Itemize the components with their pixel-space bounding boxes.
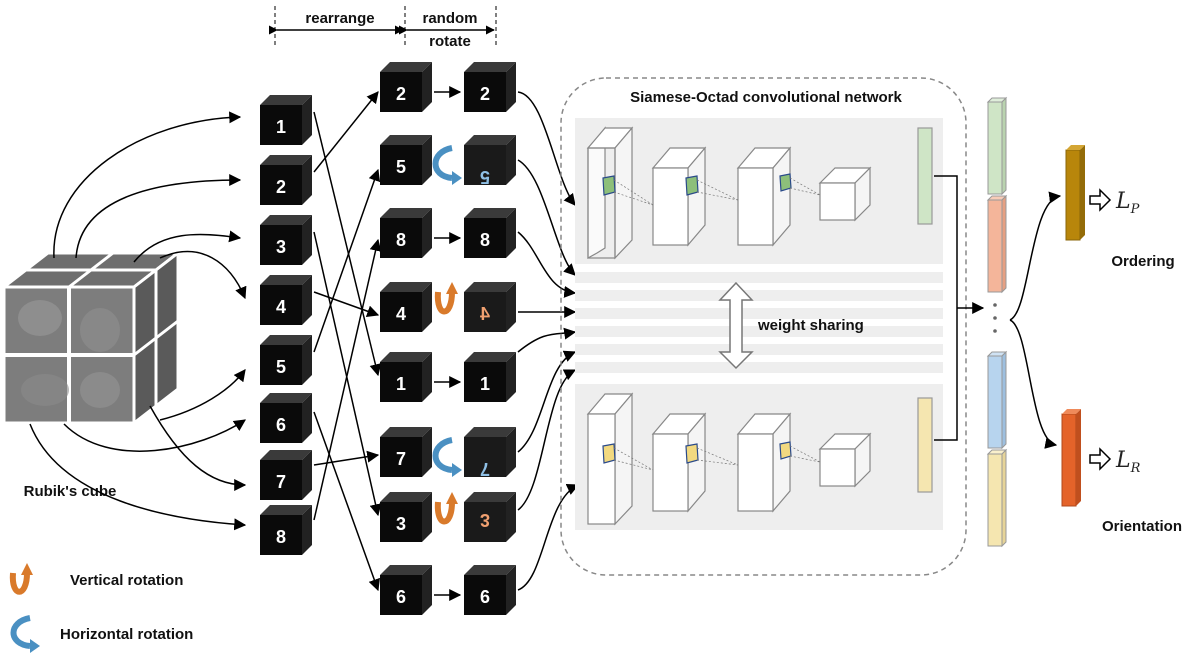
orientation-output: LR Orientation (1061, 409, 1182, 535)
column-rearrange-input: 1 2 3 4 5 6 7 8 (260, 95, 312, 555)
network-title: Siamese-Octad convolutional network (630, 89, 902, 106)
weight-sharing-arrow (718, 281, 754, 370)
rubiks-cube-label: Rubik's cube (24, 483, 117, 500)
cube: 1 (260, 95, 312, 145)
cube-number-rotated: 7 (480, 459, 490, 479)
horizontal-rotation-icon (432, 145, 462, 185)
cube: 3 (260, 215, 312, 265)
top-conv-layers (586, 126, 933, 260)
cube: 8 (260, 505, 312, 555)
cube-number: 8 (276, 527, 286, 547)
vertical-rotation-icon (434, 492, 458, 525)
cube: 5 (260, 335, 312, 385)
cube-number: 6 (276, 415, 286, 435)
vertical-rotation-icon (434, 282, 458, 315)
cube: 1 (464, 352, 516, 402)
cube-number: 2 (396, 84, 406, 104)
legend-vertical-label: Vertical rotation (70, 572, 183, 589)
rearrange-arrows (313, 91, 382, 592)
legend-horizontal-label: Horizontal rotation (60, 626, 193, 643)
rotate-label: rotate (429, 33, 471, 50)
cube: 4 (464, 282, 516, 332)
cube-number: 7 (276, 472, 286, 492)
concatenated-features (986, 96, 1008, 548)
cube: 7 (464, 427, 516, 479)
feature-merge-lines (934, 175, 985, 441)
cube-number: 5 (276, 357, 286, 377)
cube-number: 1 (276, 117, 286, 137)
cube-number: 5 (396, 157, 406, 177)
cube: 7 (380, 427, 432, 477)
cube: 2 (380, 62, 432, 112)
orientation-label: Orientation (1102, 518, 1182, 535)
cube-number: 3 (276, 237, 286, 257)
cube-number: 8 (480, 230, 490, 250)
cube-number: 4 (396, 304, 406, 324)
cube: 1 (380, 352, 432, 402)
straight-arrows (434, 86, 462, 601)
cube: 4 (260, 275, 312, 325)
ordering-label: Ordering (1111, 253, 1174, 270)
cube-number-rotated: 5 (480, 167, 490, 187)
cube: 5 (380, 135, 432, 185)
horizontal-rotation-icon (432, 437, 462, 477)
cube-number: 1 (480, 374, 490, 394)
horizontal-rotation-legend-icon (10, 615, 40, 653)
header: rearrange random rotate (268, 6, 497, 50)
cube: 3 (464, 492, 516, 542)
cube-number: 1 (396, 374, 406, 394)
cube: 2 (464, 62, 516, 112)
random-label: random (422, 10, 477, 27)
cube-number: 4 (276, 297, 286, 317)
loss-orientation: LR (1115, 448, 1141, 476)
ordering-output: LP Ordering (1065, 145, 1175, 270)
orientation-arrow-icon (1089, 447, 1112, 471)
rearrange-label: rearrange (305, 10, 374, 27)
cube-number: 3 (396, 514, 406, 534)
cube: 3 (380, 492, 432, 542)
column-rotated: 2 5 8 4 1 7 3 6 (464, 62, 516, 615)
column-rearranged: 2 5 8 4 1 7 3 6 (380, 62, 432, 615)
cube: 6 (464, 565, 516, 615)
bottom-conv-layers (586, 392, 933, 526)
siamese-network: Siamese-Octad convolutional network (560, 77, 967, 576)
top-kernels (602, 173, 821, 206)
cube: 6 (260, 393, 312, 443)
middle-branches (575, 272, 943, 373)
cube-number-rotated: 4 (480, 304, 490, 324)
cube-number: 2 (276, 177, 286, 197)
input-arrows (517, 91, 580, 591)
cube: 4 (380, 282, 432, 332)
cube-number: 8 (396, 230, 406, 250)
cube-number-rotated: 3 (480, 510, 490, 530)
cube-number: 6 (480, 587, 490, 607)
cube: 6 (380, 565, 432, 615)
cube-number: 7 (396, 449, 406, 469)
cube: 7 (260, 450, 312, 500)
output-arrows (1009, 191, 1062, 449)
cube: 5 (464, 135, 516, 187)
weight-sharing-label: weight sharing (757, 317, 864, 334)
cube: 8 (464, 208, 516, 258)
cube: 2 (260, 155, 312, 205)
bottom-kernels (602, 441, 821, 471)
vertical-rotation-legend-icon (9, 563, 33, 595)
rubiks-cube: Rubik's cube (0, 249, 183, 500)
legend: Vertical rotation Horizontal rotation (9, 563, 193, 653)
cube: 8 (380, 208, 432, 258)
cube-number: 6 (396, 587, 406, 607)
ordering-arrow-icon (1089, 188, 1112, 212)
cube-number: 2 (480, 84, 490, 104)
loss-ordering: LP (1115, 189, 1140, 217)
cube-to-col1-arrows (29, 111, 247, 531)
